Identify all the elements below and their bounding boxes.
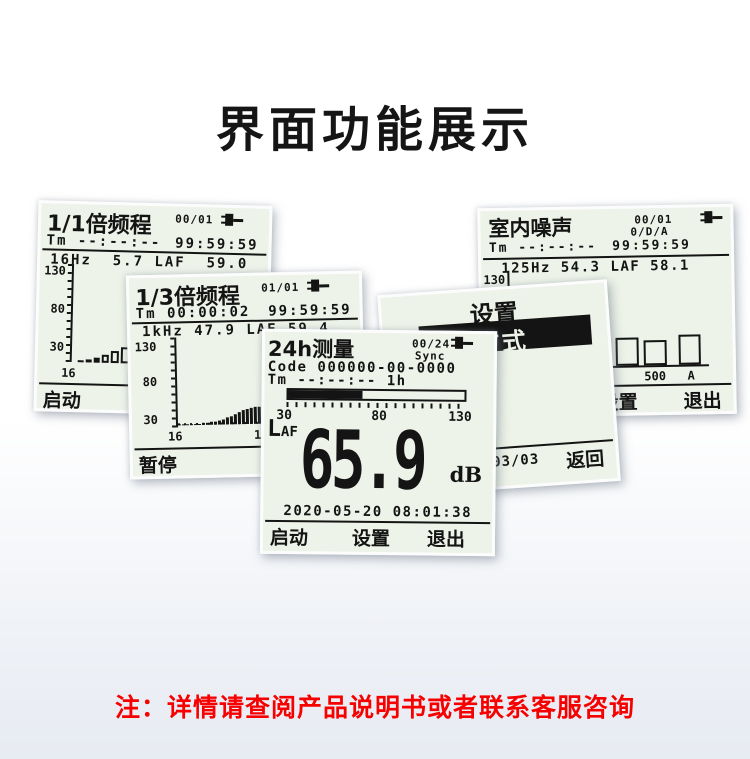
datetime: 2020-05-20 08:01:38 [283, 503, 473, 521]
chart-bar [237, 412, 242, 425]
chart-bar [77, 360, 84, 363]
screen-24h-measure: 24h测量 00/24 Sync Code 000000-00-0000 Tm … [259, 328, 498, 557]
chart-bar [194, 424, 198, 426]
chart-bar [209, 421, 214, 425]
chart-bar [225, 417, 230, 425]
chart-bar [233, 414, 238, 425]
chart-bar [198, 423, 202, 426]
chart-bar [205, 422, 210, 425]
softkey-exit[interactable]: 退出 [683, 390, 722, 413]
x-tick: 500 [644, 368, 667, 384]
softkey-start[interactable]: 启动 [42, 389, 81, 413]
chart-bar [249, 407, 254, 424]
softkey-pause[interactable]: 暂停 [138, 454, 178, 478]
meter-scale-high: 130 [448, 409, 472, 425]
level-unit: dB [449, 461, 483, 488]
softkey-start[interactable]: 启动 [269, 526, 309, 550]
y-tick: 80 [142, 374, 158, 390]
chart-bar [186, 424, 190, 426]
y-tick: 130 [44, 263, 67, 278]
chart-bar [93, 357, 100, 363]
chart-bar [182, 424, 186, 426]
chart-bar [253, 406, 258, 424]
chart-bar [229, 416, 234, 425]
level-meter [286, 388, 467, 402]
level-meter-fill [288, 390, 363, 399]
clock: 99:59:59 [268, 301, 352, 320]
power-plug-icon [700, 211, 723, 224]
chart-bar [217, 420, 222, 425]
mode-indicator: 0/D/A [630, 224, 669, 239]
page-indicator: 03/03 [491, 451, 540, 471]
y-tick: 80 [50, 301, 66, 316]
chart-bar [190, 424, 194, 426]
chart-bar [201, 422, 206, 425]
chart-bar [245, 408, 250, 425]
power-plug-icon [221, 213, 244, 227]
page-title: 界面功能展示 [215, 102, 534, 159]
level-value: 65.9 [299, 413, 425, 508]
y-tick: 30 [49, 339, 65, 354]
chart-bar [615, 337, 639, 366]
weighting-label: LAF [267, 415, 298, 442]
x-tick: A [687, 368, 695, 383]
softkey-back[interactable]: 返回 [565, 447, 605, 473]
screen-title: 室内噪声 [488, 215, 573, 242]
power-plug-icon [307, 279, 330, 292]
chart-bar [643, 339, 667, 366]
page-indicator: 00/01 [175, 212, 214, 227]
elapsed-time: Tm --:--:-- 1h [267, 371, 407, 390]
x-tick: 16 [60, 365, 76, 381]
chart-bar [178, 424, 182, 426]
chart-bar [678, 334, 701, 365]
chart-bar [241, 410, 246, 425]
chart-bar [85, 359, 92, 363]
x-tick: 16 [167, 429, 183, 444]
chart-bar [213, 421, 218, 425]
page-indicator: 01/01 [261, 280, 300, 295]
chart-bar [110, 350, 119, 364]
clock: 99:59:59 [612, 237, 691, 254]
chart-bar [101, 354, 109, 363]
footer-note: 注：详情请查阅产品说明书或者联系客服咨询 [114, 693, 635, 722]
elapsed-time: Tm --:--:-- [488, 239, 598, 257]
softkey-settings[interactable]: 设置 [351, 527, 391, 551]
y-tick: 130 [134, 339, 157, 355]
power-plug-icon [451, 336, 474, 349]
meter-ruler-ticks [286, 402, 467, 409]
y-tick: 30 [143, 412, 159, 428]
chart-bar [221, 419, 226, 425]
softkey-exit[interactable]: 退出 [426, 528, 466, 551]
